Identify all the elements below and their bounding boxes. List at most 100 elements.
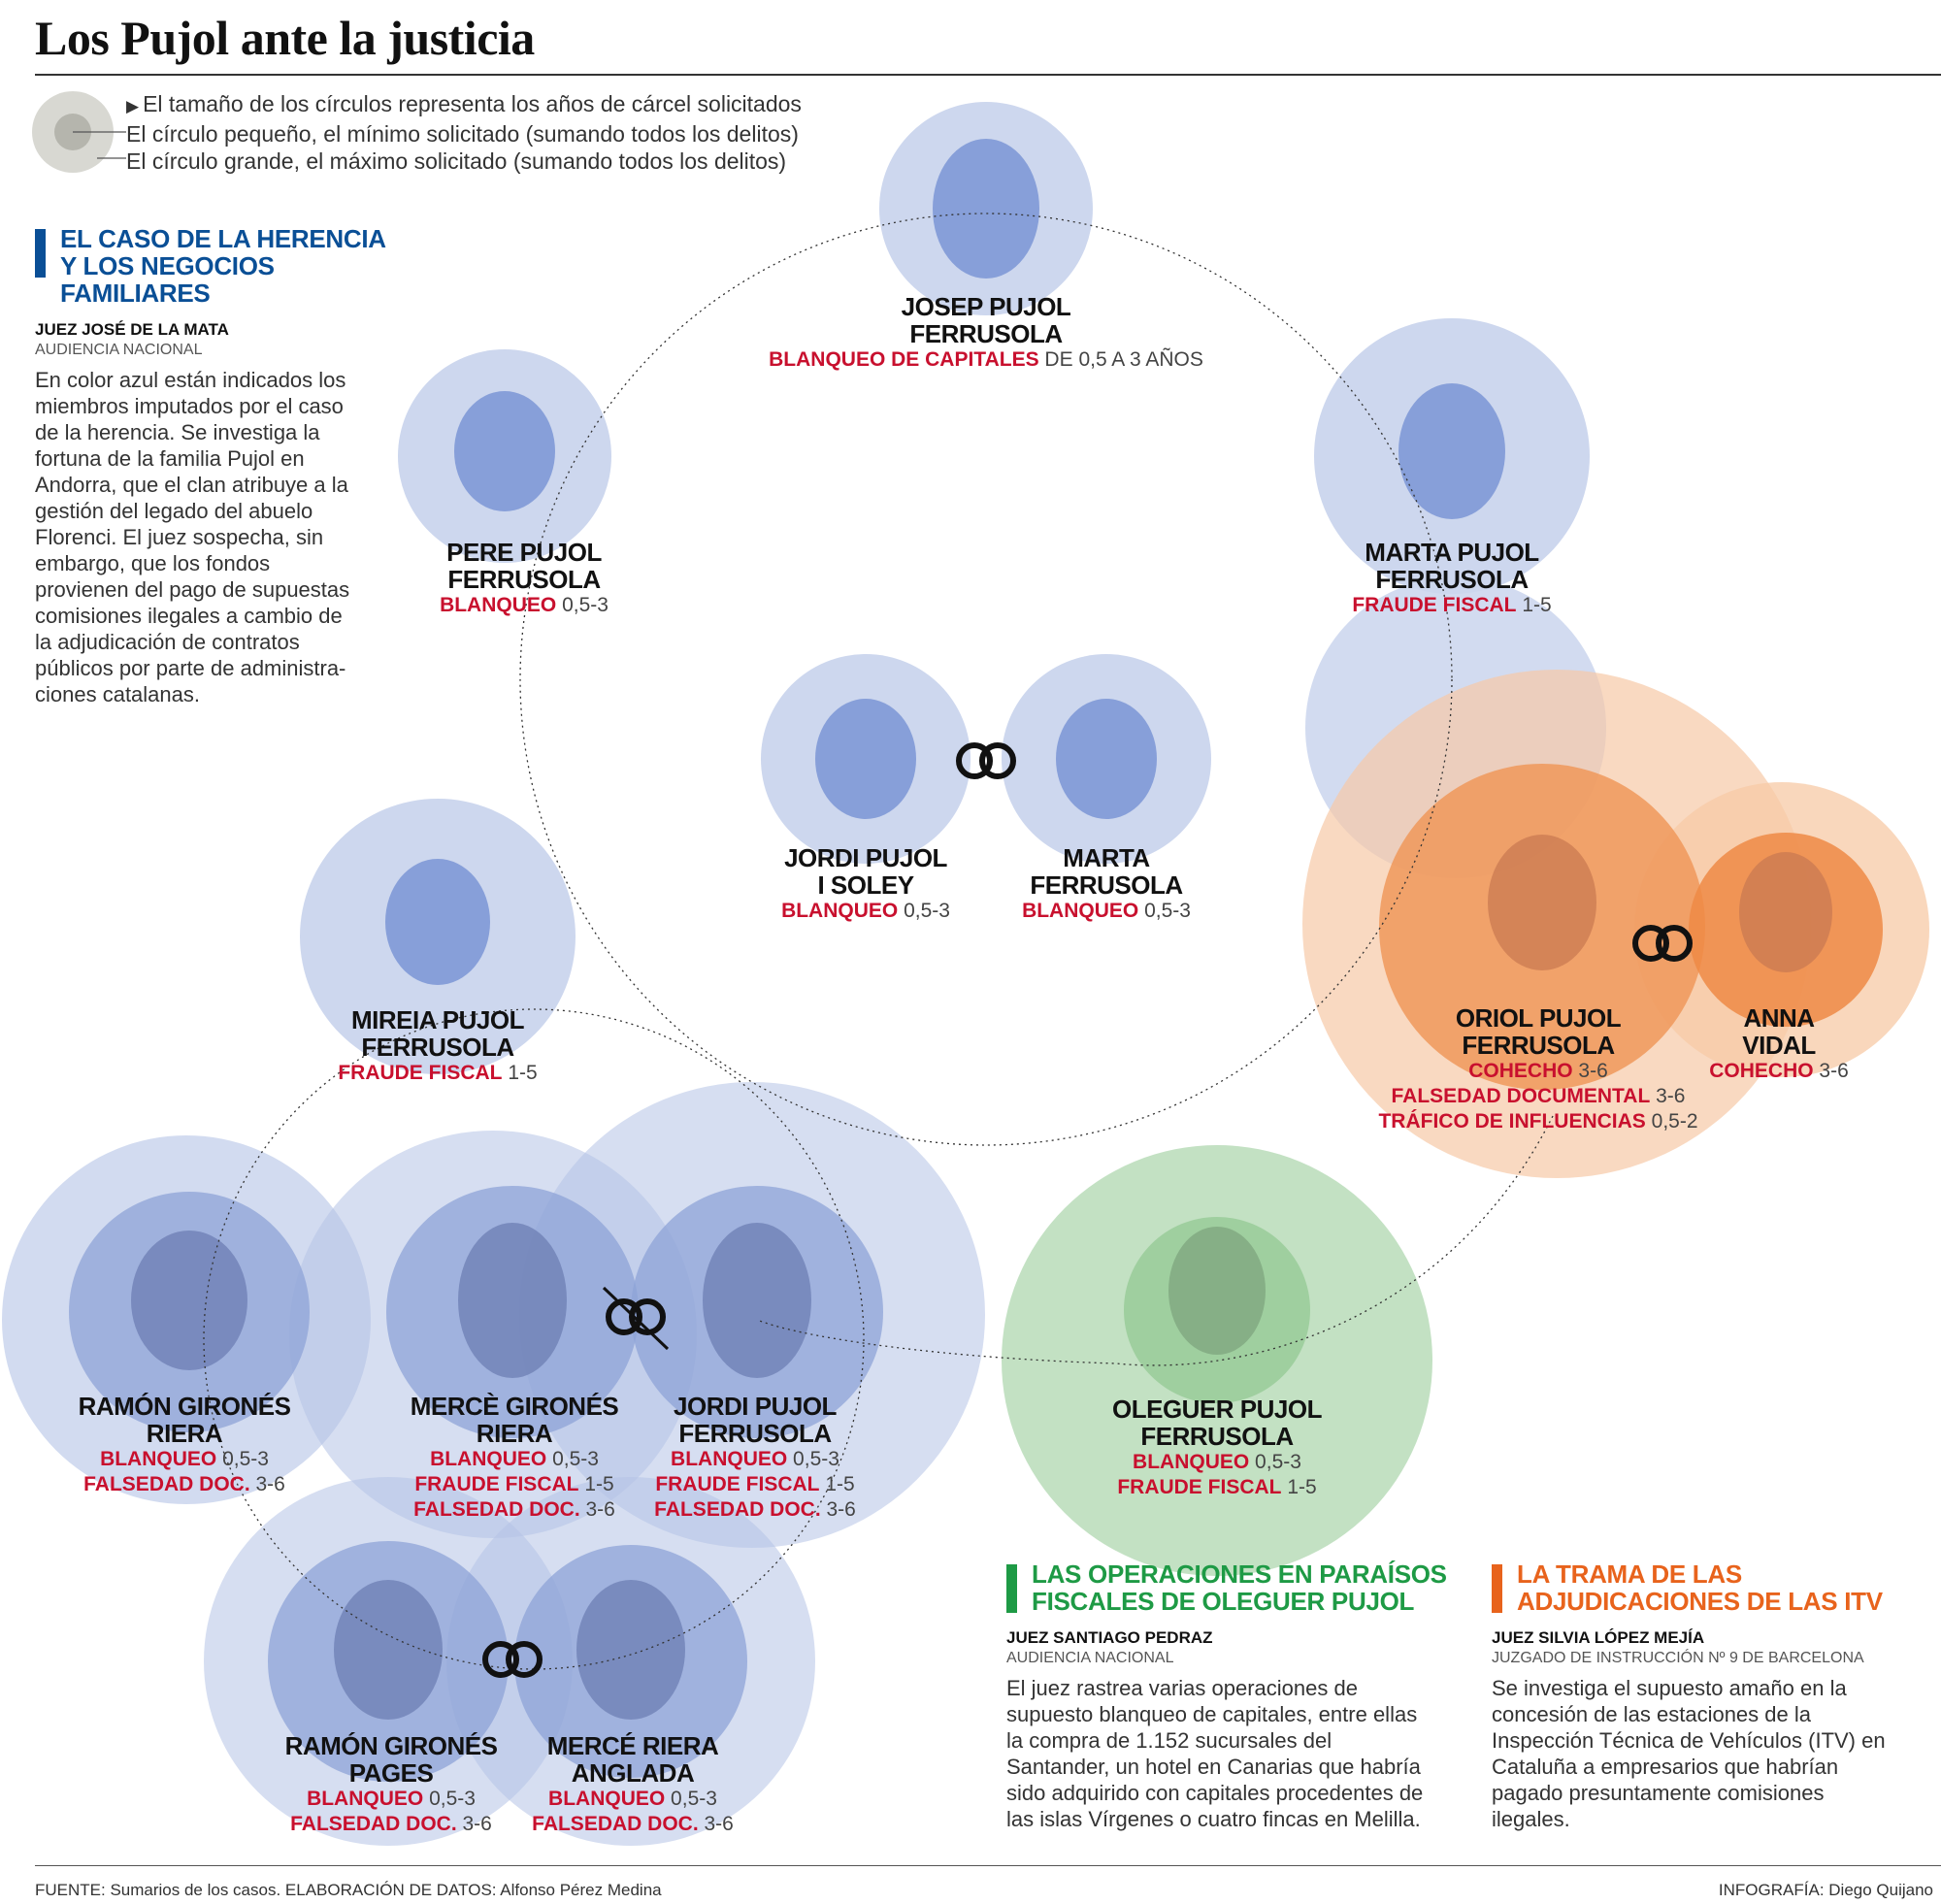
section-bar <box>1492 1564 1502 1613</box>
section-court: JUZGADO DE INSTRUCCIÓN Nº 9 DE BARCELONA <box>1492 1650 1864 1666</box>
charge-line: FALSEDAD DOCUMENTAL 3-6 <box>1391 1085 1686 1107</box>
person-pere: PERE PUJOL FERRUSOLA BLANQUEO 0,5-3 <box>440 539 609 618</box>
person-name: FERRUSOLA <box>678 1419 832 1448</box>
legend-text-1: El tamaño de los círculos representa los… <box>143 91 802 116</box>
person-name: JOSEP PUJOL <box>901 292 1071 321</box>
rings-icon-divorced <box>602 1286 670 1351</box>
section-judge: JUEZ SILVIA LÓPEZ MEJÍA <box>1492 1628 1705 1647</box>
charge-line: BLANQUEO 0,5-3 <box>1022 900 1191 922</box>
person-josep: JOSEP PUJOL FERRUSOLA BLANQUEO DE CAPITA… <box>769 293 1203 373</box>
charge-line: BLANQUEO 0,5-3 <box>430 1448 599 1470</box>
person-name: RAMÓN GIRONÉS <box>78 1392 291 1421</box>
face-ramon-pages <box>334 1580 443 1720</box>
person-name: OLEGUER PUJOL <box>1112 1395 1322 1424</box>
face-oriol <box>1488 835 1596 970</box>
legend-line-3: El círculo grande, el máximo solicitado … <box>126 148 802 175</box>
face-marta-pujol <box>1398 383 1505 519</box>
charge-line: FALSEDAD DOC. 3-6 <box>83 1473 285 1495</box>
face-pere <box>454 391 555 511</box>
face-josep <box>933 139 1039 279</box>
link-circle-girones <box>203 1008 865 1670</box>
marriage-icons <box>482 742 1693 1678</box>
legend-circles <box>32 91 126 173</box>
charge-line: COHECHO 3-6 <box>1468 1060 1608 1082</box>
section-bar <box>1006 1564 1017 1613</box>
rings-icon-soley <box>956 742 1016 779</box>
face-jordi-ferrusola <box>703 1223 811 1378</box>
section-body: Se investiga el supuesto amaño en la con… <box>1492 1676 1886 1831</box>
person-name: PERE PUJOL <box>446 538 602 567</box>
person-name: ANNA <box>1743 1003 1815 1033</box>
person-jordi-ferrusola: JORDI PUJOL FERRUSOLA BLANQUEO 0,5-3 FRA… <box>654 1393 856 1523</box>
footer-credit: INFOGRAFÍA: Diego Quijano <box>1718 1881 1933 1899</box>
person-name: I SOLEY <box>817 870 914 900</box>
person-name: RIERA <box>146 1419 223 1448</box>
charge-line: BLANQUEO 0,5-3 <box>307 1788 476 1810</box>
person-name: FERRUSOLA <box>1375 565 1529 594</box>
charge-line: BLANQUEO 0,5-3 <box>440 594 609 616</box>
legend-line-1: ▶El tamaño de los círculos representa lo… <box>126 90 802 120</box>
face-merce-girones <box>458 1223 567 1378</box>
size-legend: ▶El tamaño de los círculos representa lo… <box>126 90 802 175</box>
section-court: AUDIENCIA NACIONAL <box>1006 1650 1174 1666</box>
person-name: FERRUSOLA <box>361 1033 514 1062</box>
charge-line: BLANQUEO 0,5-3 <box>671 1448 839 1470</box>
face-merce-riera <box>576 1580 685 1720</box>
face-mireia <box>385 859 490 985</box>
person-name: FERRUSOLA <box>1462 1031 1615 1060</box>
person-marta-pujol: MARTA PUJOL FERRUSOLA FRAUDE FISCAL 1-5 <box>1352 539 1551 618</box>
charge-line: FALSEDAD DOC. 3-6 <box>290 1813 492 1835</box>
person-name: FERRUSOLA <box>447 565 601 594</box>
person-mireia: MIREIA PUJOL FERRUSOLA FRAUDE FISCAL 1-5 <box>338 1006 537 1086</box>
face-ramon-riera <box>131 1231 247 1370</box>
person-name: MARTA PUJOL <box>1365 538 1539 567</box>
section-body: En color azul están indicados los miembr… <box>35 368 350 706</box>
header-rule <box>35 74 1941 76</box>
person-merce-girones: MERCÈ GIRONÉS RIERA BLANQUEO 0,5-3 FRAUD… <box>411 1393 619 1523</box>
legend-text-3: El círculo grande, el máximo solicitado … <box>126 148 787 174</box>
section-bar <box>35 229 46 278</box>
face-jordi-soley <box>815 699 916 819</box>
person-name: ORIOL PUJOL <box>1455 1003 1622 1033</box>
charge-line: FALSEDAD DOC. 3-6 <box>532 1813 734 1835</box>
face-oleguer <box>1168 1227 1266 1355</box>
family-link-circles <box>203 213 1453 1670</box>
face-silhouettes <box>385 139 1505 985</box>
person-jordi-soley: JORDI PUJOL I SOLEY BLANQUEO 0,5-3 <box>781 844 950 924</box>
person-oleguer: OLEGUER PUJOL FERRUSOLA BLANQUEO 0,5-3 F… <box>1112 1395 1322 1500</box>
person-anna: ANNA VIDAL COHECHO 3-6 <box>1709 1004 1849 1084</box>
link-circle-children <box>519 213 1453 1146</box>
charge-line: TRÁFICO DE INFLUENCIAS 0,5-2 <box>1378 1110 1698 1133</box>
face-marta-ferrusola <box>1056 699 1157 819</box>
section-judge: JUEZ SANTIAGO PEDRAZ <box>1006 1628 1213 1647</box>
charge-line: BLANQUEO 0,5-3 <box>1133 1451 1301 1473</box>
person-merce-riera: MERCÉ RIERA ANGLADA BLANQUEO 0,5-3 FALSE… <box>532 1732 734 1837</box>
person-name: FERRUSOLA <box>909 319 1063 348</box>
person-name: FERRUSOLA <box>1030 870 1183 900</box>
person-name: MARTA <box>1063 843 1150 872</box>
triangle-icon: ▶ <box>126 97 140 115</box>
rings-icon-oriol <box>1632 925 1693 962</box>
section-body: El juez rastrea varias operaciones de su… <box>1006 1676 1424 1831</box>
charge-line: FRAUDE FISCAL 1-5 <box>338 1062 538 1084</box>
person-name: VIDAL <box>1742 1031 1816 1060</box>
person-ramon-pages: RAMÓN GIRONÉS PAGES BLANQUEO 0,5-3 FALSE… <box>285 1732 498 1837</box>
person-name: MERCÉ RIERA <box>546 1731 719 1760</box>
charge-line: FRAUDE FISCAL 1-5 <box>655 1473 855 1495</box>
person-name: ANGLADA <box>571 1758 695 1788</box>
charge-line: COHECHO 3-6 <box>1709 1060 1849 1082</box>
legend-text-2: El círculo pequeño, el mínimo solicitado… <box>126 121 799 147</box>
person-name: JORDI PUJOL <box>784 843 947 872</box>
charge-line: BLANQUEO DE CAPITALES DE 0,5 A 3 AÑOS <box>769 348 1203 371</box>
legend-line-2: El círculo pequeño, el mínimo solicitado… <box>126 120 802 148</box>
charge-line: FRAUDE FISCAL 1-5 <box>414 1473 614 1495</box>
charge-line: FALSEDAD DOC. 3-6 <box>654 1498 856 1521</box>
charge-line: FRAUDE FISCAL 1-5 <box>1352 594 1552 616</box>
person-ramon-riera: RAMÓN GIRONÉS RIERA BLANQUEO 0,5-3 FALSE… <box>79 1393 291 1497</box>
rings-icon-pages <box>482 1641 543 1678</box>
